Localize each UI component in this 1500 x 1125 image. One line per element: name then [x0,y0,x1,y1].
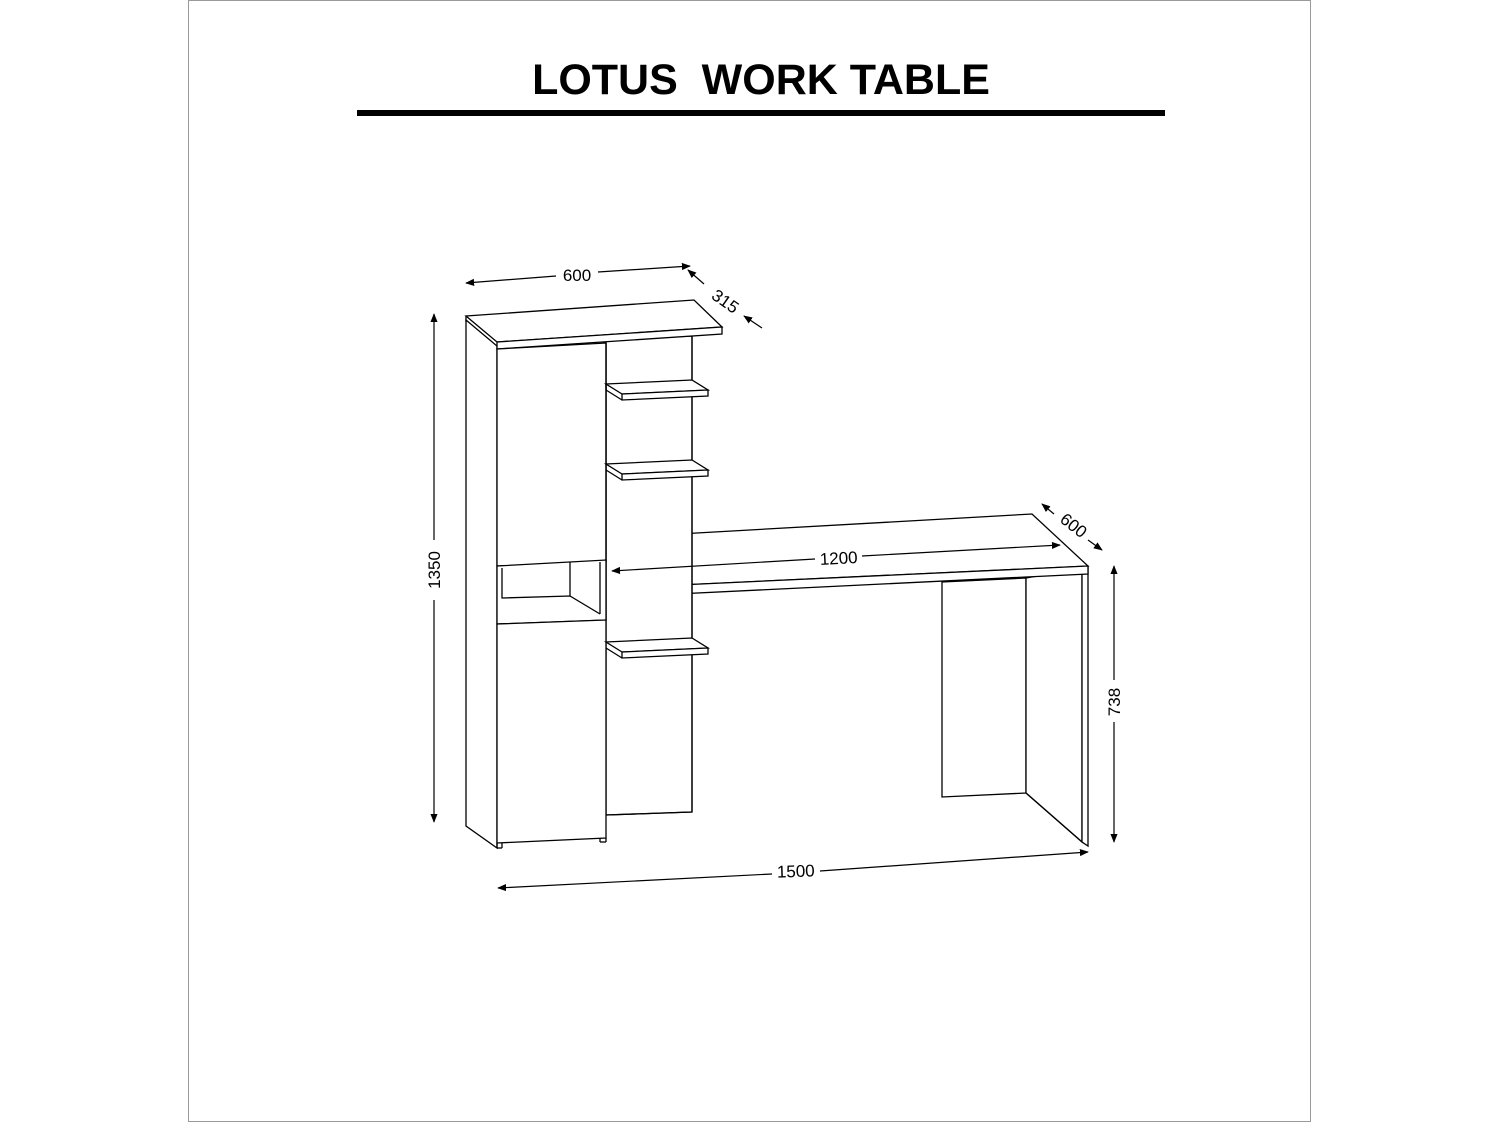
label-total-height: 1350 [425,551,444,589]
bookcase-upper-door [496,342,607,567]
bookcase-back-panel [605,335,693,816]
label-desk-width: 1200 [819,548,858,569]
label-desk-height: 738 [1105,688,1124,716]
label-bookcase-width: 600 [563,266,591,285]
bookcase-side-panel [465,318,498,850]
drawing-frame [188,0,1311,1122]
bookcase-open-compartment [496,559,607,625]
shelf-3-edge [621,647,709,659]
shelf-1-edge [621,389,709,401]
dimension-desk-width: 1200 [611,541,1061,575]
page-title: LOTUS WORK TABLE [532,56,990,104]
title-underline [357,110,1165,116]
desk-back-leg [941,577,1027,798]
dimension-total-height: 1350 [425,313,444,823]
desk-right-leg-edge [1081,567,1089,848]
bookcase [464,299,724,850]
label-desk-depth: 600 [1056,509,1090,541]
dimension-desk-height: 738 [1105,565,1124,843]
label-total-width: 1500 [777,861,815,881]
desk [606,513,1090,848]
dimension-total-width: 1500 [497,848,1089,892]
dimension-bookcase-width: 600 [465,262,691,286]
shelf-2-edge [621,469,709,481]
label-bookcase-depth: 315 [708,286,742,318]
bookcase-top-edge [496,326,723,350]
bookcase-lower-door [496,619,607,844]
